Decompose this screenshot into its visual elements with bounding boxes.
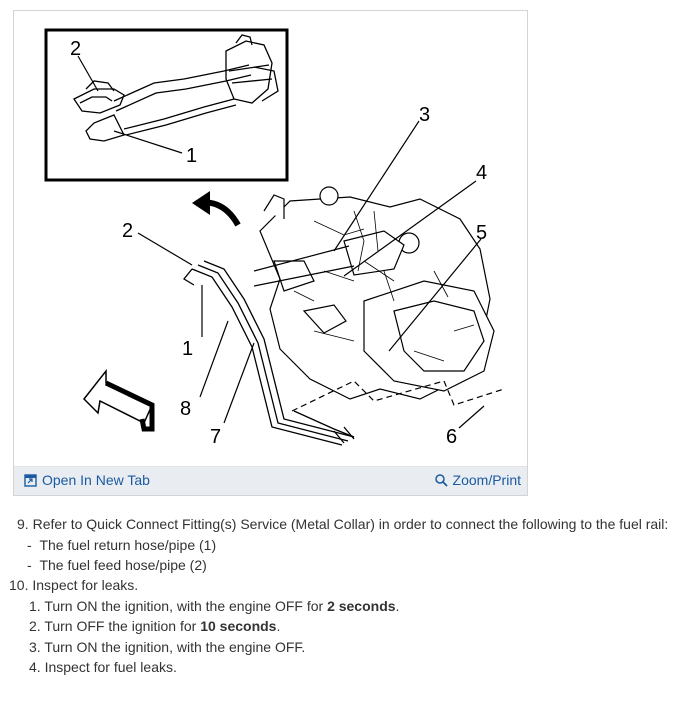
- bullet-text: The fuel feed hose/pipe (2): [39, 557, 207, 573]
- step-text: Inspect for leaks.: [32, 577, 139, 593]
- engine-fuel-line-illustration: 2 1: [44, 28, 505, 448]
- callout-2: 2: [122, 220, 133, 242]
- substep-text: Turn ON the ignition, with the engine OF…: [44, 639, 306, 655]
- callout-5: 5: [476, 222, 487, 244]
- substep-text: Inspect for fuel leaks.: [44, 659, 177, 675]
- substep-item: 1. Turn ON the ignition, with the engine…: [29, 598, 400, 614]
- substep-text: Turn ON the ignition, with the engine OF…: [44, 598, 328, 614]
- callout-4: 4: [476, 162, 487, 184]
- substep-number: 4.: [29, 659, 41, 675]
- callout-7: 7: [210, 426, 221, 448]
- substep-bold: 2 seconds: [327, 598, 396, 614]
- bullet-item: - The fuel feed hose/pipe (2): [27, 557, 207, 573]
- open-in-new-tab-link[interactable]: Open In New Tab: [24, 472, 150, 488]
- step-number: 9.: [17, 516, 29, 532]
- bullet-item: - The fuel return hose/pipe (1): [27, 537, 217, 553]
- substep-number: 2.: [29, 618, 41, 634]
- callout-3: 3: [419, 104, 430, 126]
- substep-item: 2. Turn OFF the ignition for 10 seconds.: [29, 618, 281, 634]
- substep-number: 3.: [29, 639, 41, 655]
- callout-inset-1: 1: [186, 145, 197, 167]
- new-tab-icon: [24, 473, 37, 487]
- substep-text: Turn OFF the ignition for: [44, 618, 201, 634]
- engine-transmission-drawing: [259, 186, 495, 400]
- bullet-text: The fuel return hose/pipe (1): [39, 537, 217, 553]
- dashed-guide: [291, 380, 505, 412]
- step-text: Refer to Quick Connect Fitting(s) Servic…: [32, 516, 669, 532]
- callout-6: 6: [446, 426, 457, 448]
- callout-inset-2: 2: [70, 38, 81, 60]
- open-in-new-tab-label: Open In New Tab: [42, 472, 150, 488]
- inset-box: [44, 28, 289, 182]
- substep-item: 4. Inspect for fuel leaks.: [29, 657, 177, 677]
- substep-number: 1.: [29, 598, 41, 614]
- front-direction-arrow: [82, 368, 155, 432]
- callout-8: 8: [180, 398, 191, 420]
- inset-fuel-rail-drawing: [73, 34, 279, 142]
- step-9: 9. Refer to Quick Connect Fitting(s) Ser…: [17, 514, 668, 534]
- zoom-print-label: Zoom/Print: [452, 472, 521, 488]
- step-number: 10.: [9, 577, 29, 593]
- zoom-print-link[interactable]: Zoom/Print: [434, 472, 521, 488]
- callout-1: 1: [182, 338, 193, 360]
- curved-arrow-head: [192, 191, 210, 215]
- leader-lines: [137, 120, 485, 429]
- figure-toolbar: Open In New Tab Zoom/Print: [14, 466, 527, 495]
- substep-bold: 10 seconds: [200, 618, 277, 634]
- substep-item: 3. Turn ON the ignition, with the engine…: [29, 637, 305, 657]
- magnifier-icon: [434, 473, 448, 487]
- step-10: 10. Inspect for leaks.: [9, 575, 138, 595]
- engine-detail-lines: [293, 210, 475, 362]
- figure-card: 2 1: [13, 10, 528, 496]
